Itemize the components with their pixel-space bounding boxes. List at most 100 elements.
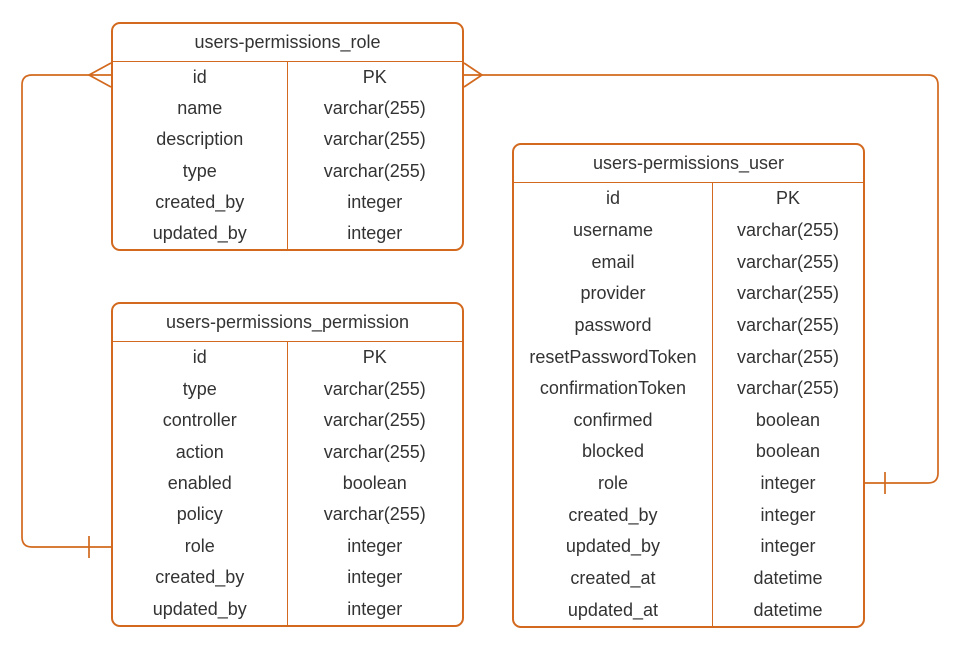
- field-type: integer: [760, 504, 816, 525]
- field-type: PK: [362, 347, 387, 368]
- field-name: created_by: [113, 562, 288, 594]
- relationship-user-role: [463, 62, 939, 494]
- table-row: password varchar(255): [514, 309, 863, 342]
- table-row: type varchar(255): [113, 373, 462, 405]
- field-name: updated_at: [514, 594, 713, 626]
- table-row: confirmed boolean: [514, 404, 863, 437]
- table-title: users-permissions_role: [113, 24, 462, 62]
- field-name: email: [514, 246, 713, 278]
- field-name: confirmed: [514, 404, 713, 437]
- field-type: varchar(255): [323, 410, 426, 431]
- field-type: integer: [347, 598, 403, 619]
- field-type: varchar(255): [736, 346, 839, 367]
- field-type: varchar(255): [736, 378, 839, 399]
- table-row: enabled boolean: [113, 467, 462, 500]
- field-type: integer: [760, 473, 816, 494]
- field-name: blocked: [514, 436, 713, 468]
- field-name: resetPasswordToken: [514, 341, 713, 373]
- table-row: updated_by integer: [514, 531, 863, 563]
- table-row: controller varchar(255): [113, 404, 462, 437]
- field-name: enabled: [113, 467, 288, 500]
- table-row: resetPasswordToken varchar(255): [514, 341, 863, 373]
- field-name: updated_by: [514, 531, 713, 563]
- table-row: blocked boolean: [514, 436, 863, 468]
- table-row: role integer: [113, 530, 462, 563]
- table-row: updated_at datetime: [514, 594, 863, 626]
- field-name: password: [514, 309, 713, 342]
- field-type: varchar(255): [323, 504, 426, 525]
- table-row: role integer: [514, 467, 863, 500]
- field-type: varchar(255): [736, 251, 839, 272]
- field-type: varchar(255): [323, 160, 426, 181]
- table-row: name varchar(255): [113, 93, 462, 125]
- field-type: integer: [347, 191, 403, 212]
- relationship-line: [21, 74, 111, 548]
- table-title: users-permissions_permission: [113, 304, 462, 342]
- table-row: email varchar(255): [514, 246, 863, 278]
- table-row: created_by integer: [514, 499, 863, 532]
- table-row: created_by integer: [113, 562, 462, 594]
- table-row: policy varchar(255): [113, 499, 462, 531]
- field-type: varchar(255): [323, 378, 426, 399]
- field-type: varchar(255): [736, 219, 839, 240]
- field-type: varchar(255): [323, 98, 426, 119]
- entity-table-users-permissions-permission: users-permissions_permission id PK type var…: [111, 302, 464, 627]
- table-row: action varchar(255): [113, 436, 462, 468]
- field-type: boolean: [755, 409, 820, 430]
- field-type: varchar(255): [736, 314, 839, 335]
- field-type: datetime: [753, 599, 823, 620]
- field-type: integer: [760, 536, 816, 557]
- field-name: id: [113, 342, 288, 374]
- relationship-line: [482, 74, 939, 484]
- table-row: username varchar(255): [514, 214, 863, 247]
- relationship-permission-role: [21, 62, 112, 558]
- field-type: varchar(255): [736, 283, 839, 304]
- field-name: controller: [113, 404, 288, 437]
- field-name: action: [113, 436, 288, 468]
- field-name: type: [113, 373, 288, 405]
- table-rows: id PK type varchar(255) controller varchar(25…: [113, 342, 462, 625]
- field-type: varchar(255): [323, 129, 426, 150]
- field-name: id: [514, 183, 713, 215]
- field-name: type: [113, 155, 288, 187]
- field-name: role: [514, 467, 713, 500]
- field-name: id: [113, 62, 288, 94]
- field-name: confirmationToken: [514, 372, 713, 405]
- crow-foot-many-marker: [463, 62, 484, 88]
- field-name: created_by: [113, 186, 288, 218]
- field-type: integer: [347, 535, 403, 556]
- field-type: integer: [347, 222, 403, 243]
- crow-foot-many-marker: [87, 62, 112, 88]
- field-type: boolean: [342, 472, 407, 493]
- field-type: boolean: [755, 441, 820, 462]
- field-type: PK: [775, 188, 800, 209]
- table-title: users-permissions_user: [514, 145, 863, 183]
- field-type: varchar(255): [323, 441, 426, 462]
- entity-table-users-permissions-user: users-permissions_user id PK username varch…: [512, 143, 865, 628]
- field-name: policy: [113, 499, 288, 531]
- table-row: confirmationToken varchar(255): [514, 372, 863, 405]
- field-name: created_at: [514, 562, 713, 595]
- table-row: created_by integer: [113, 186, 462, 218]
- table-row: updated_by integer: [113, 593, 462, 625]
- table-row: provider varchar(255): [514, 277, 863, 310]
- table-row: type varchar(255): [113, 155, 462, 187]
- field-name: name: [113, 93, 288, 125]
- field-name: username: [514, 214, 713, 247]
- field-name: updated_by: [113, 593, 288, 625]
- table-row: created_at datetime: [514, 562, 863, 595]
- field-name: description: [113, 124, 288, 156]
- field-type: integer: [347, 567, 403, 588]
- field-name: provider: [514, 277, 713, 310]
- table-row: id PK: [514, 183, 863, 215]
- field-name: created_by: [514, 499, 713, 532]
- table-row: id PK: [113, 342, 462, 374]
- field-name: role: [113, 530, 288, 563]
- field-name: updated_by: [113, 217, 288, 250]
- field-type: datetime: [753, 568, 823, 588]
